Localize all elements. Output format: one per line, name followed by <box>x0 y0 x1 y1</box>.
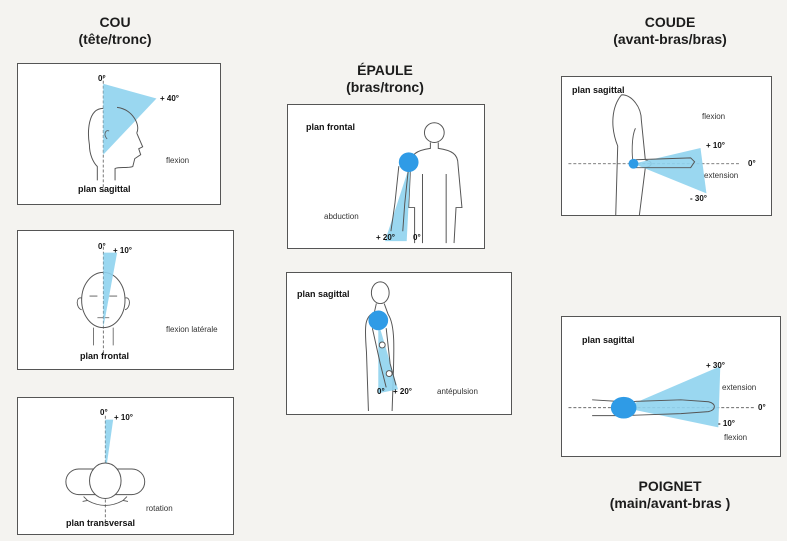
coude-title: COUDE <box>590 14 750 31</box>
elbow-joint <box>629 159 639 169</box>
panel-epaule-abduction: abduction + 20° 0° plan frontal <box>287 104 485 249</box>
panel-cou-rotation: 0° + 10° rotation plan transversal <box>17 397 234 535</box>
deg-zero: 0° <box>758 403 766 412</box>
cou-title: COU <box>60 14 170 31</box>
deg-start: 0° <box>98 74 106 83</box>
deg-end: + 20° <box>376 233 395 242</box>
shoulder-joint <box>399 152 419 172</box>
movement-label: abduction <box>324 212 359 221</box>
deg-zero: 0° <box>748 159 756 168</box>
section-title-coude: COUDE (avant-bras/bras) <box>590 14 750 48</box>
movement-1-label: extension <box>722 383 756 392</box>
elbow-side-figure <box>562 77 771 215</box>
cou-subtitle: (tête/tronc) <box>60 31 170 48</box>
panel-coude: plan sagittal flexion + 10° 0° extension… <box>561 76 772 216</box>
deg-start: 0° <box>377 387 385 396</box>
deg-start: 0° <box>98 242 106 251</box>
panel-epaule-antepulsion: plan sagittal 0° + 20° antépulsion <box>286 272 512 415</box>
plane-label: plan sagittal <box>78 184 131 194</box>
wrist-joint <box>611 397 637 419</box>
movement-label: flexion <box>166 156 189 165</box>
deg-up: + 30° <box>706 361 725 370</box>
movement-1-label: flexion <box>702 112 725 121</box>
plane-label: plan sagittal <box>582 335 635 345</box>
deg-end: + 40° <box>160 94 179 103</box>
movement-label: flexion latérale <box>166 325 218 334</box>
section-title-epaule: ÉPAULE (bras/tronc) <box>330 62 440 96</box>
head-profile-figure <box>18 64 220 204</box>
coude-subtitle: (avant-bras/bras) <box>590 31 750 48</box>
deg-start: 0° <box>100 408 108 417</box>
plane-label: plan transversal <box>66 518 135 528</box>
deg-up: + 10° <box>706 141 725 150</box>
panel-cou-flexion: 0° + 40° flexion plan sagittal <box>17 63 221 205</box>
deg-down: - 10° <box>718 419 735 428</box>
deg-end: + 10° <box>113 246 132 255</box>
movement-2-label: flexion <box>724 433 747 442</box>
lateral-angle-wedge <box>103 253 117 328</box>
movement-label: antépulsion <box>437 387 478 396</box>
plane-label: plan frontal <box>80 351 129 361</box>
movement-2-label: extension <box>704 171 738 180</box>
deg-end: + 10° <box>114 413 133 422</box>
wrist-angle-wedge <box>624 366 721 427</box>
epaule-subtitle: (bras/tronc) <box>330 79 440 96</box>
panel-cou-lateral: 0° + 10° flexion latérale plan frontal <box>17 230 234 370</box>
movement-label: rotation <box>146 504 173 513</box>
shoulder-joint <box>368 310 388 330</box>
deg-down: - 30° <box>690 194 707 203</box>
section-title-poignet: POIGNET (main/avant-bras ) <box>585 478 755 512</box>
epaule-title: ÉPAULE <box>330 62 440 79</box>
deg-end: + 20° <box>393 387 412 396</box>
panel-poignet: plan sagittal + 30° extension 0° - 10° f… <box>561 316 781 457</box>
plane-label: plan sagittal <box>572 85 625 95</box>
section-title-cou: COU (tête/tronc) <box>60 14 170 48</box>
flexion-angle-wedge <box>103 84 156 155</box>
deg-start: 0° <box>413 233 421 242</box>
plane-label: plan frontal <box>306 122 355 132</box>
poignet-title: POIGNET <box>585 478 755 495</box>
poignet-subtitle: (main/avant-bras ) <box>585 495 755 512</box>
plane-label: plan sagittal <box>297 289 350 299</box>
